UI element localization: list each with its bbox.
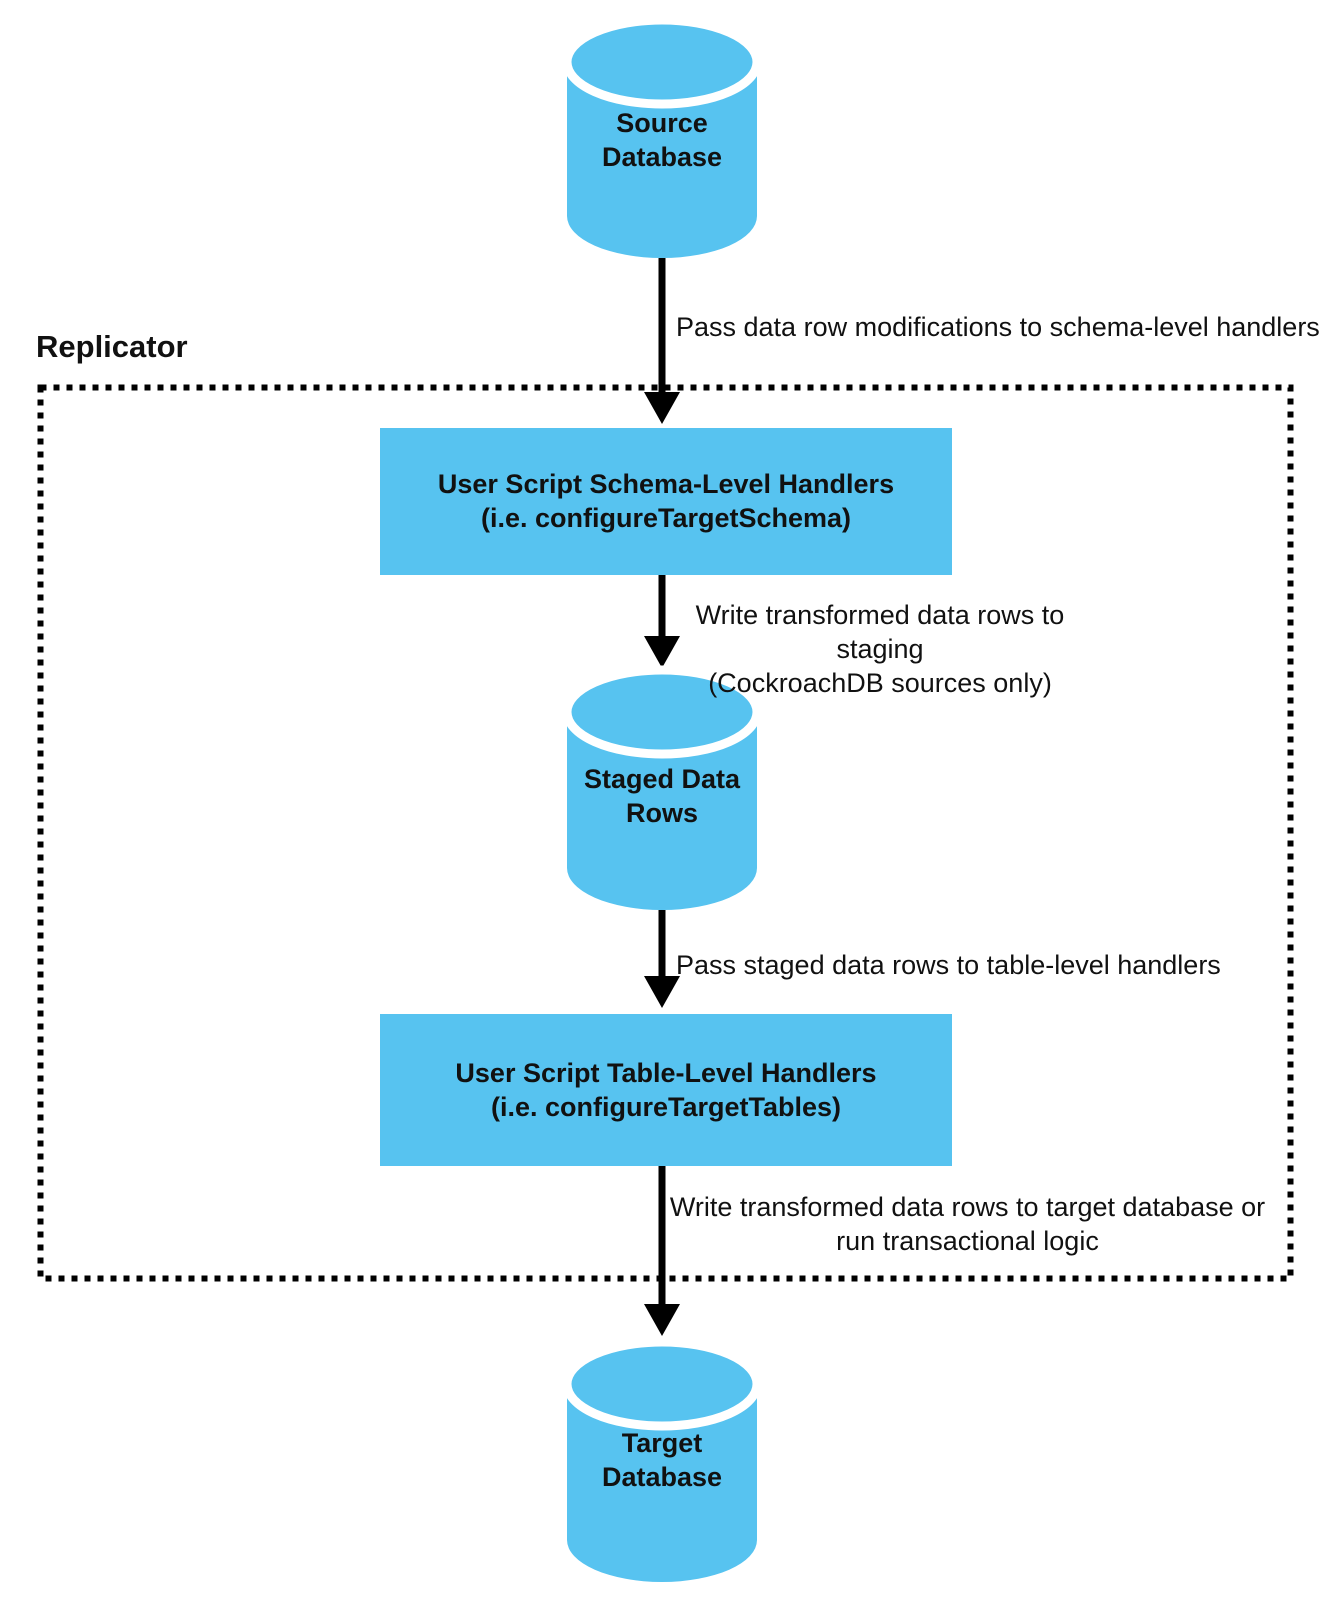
- staged-data-rows-cylinder: [562, 665, 762, 910]
- staged-data-rows-label: Staged Data Rows: [583, 764, 741, 828]
- target-database-cylinder: [562, 1337, 762, 1582]
- cylinder-top: [562, 665, 762, 759]
- edge-label-staged-to-table: Pass staged data rows to table-level han…: [676, 950, 1221, 980]
- arrow-schema-to-staged: [644, 573, 680, 668]
- table-handlers-label: User Script Table-Level Handlers (i.e. c…: [455, 1058, 877, 1122]
- source-database-label: Source Database: [601, 108, 723, 172]
- cylinder-body: [567, 62, 757, 258]
- edge-label-schema-to-staged: Write transformed data rows to staging (…: [695, 600, 1065, 698]
- arrow-source-to-schema: [644, 258, 680, 424]
- target-database-label: Target Database: [601, 1428, 723, 1492]
- schema-handlers-label: User Script Schema-Level Handlers (i.e. …: [437, 469, 895, 533]
- cylinder-top: [562, 1337, 762, 1431]
- arrow-staged-to-table: [644, 910, 680, 1008]
- arrowhead-icon: [644, 392, 680, 424]
- replicator-title: Replicator: [36, 329, 188, 364]
- table-handlers-box: [380, 1014, 952, 1166]
- edge-label-source-to-schema: Pass data row modifications to schema-le…: [676, 312, 1320, 342]
- edge-label-table-to-target: Write transformed data rows to target da…: [669, 1192, 1266, 1256]
- cylinder-top: [562, 15, 762, 109]
- source-database-cylinder: [562, 15, 762, 258]
- arrowhead-icon: [644, 1304, 680, 1336]
- cylinder-body: [567, 1384, 757, 1582]
- cylinder-body: [567, 712, 757, 910]
- arrowhead-icon: [644, 976, 680, 1008]
- schema-handlers-box: [380, 428, 952, 575]
- arrow-table-to-target: [644, 1166, 680, 1336]
- arrowhead-icon: [644, 636, 680, 668]
